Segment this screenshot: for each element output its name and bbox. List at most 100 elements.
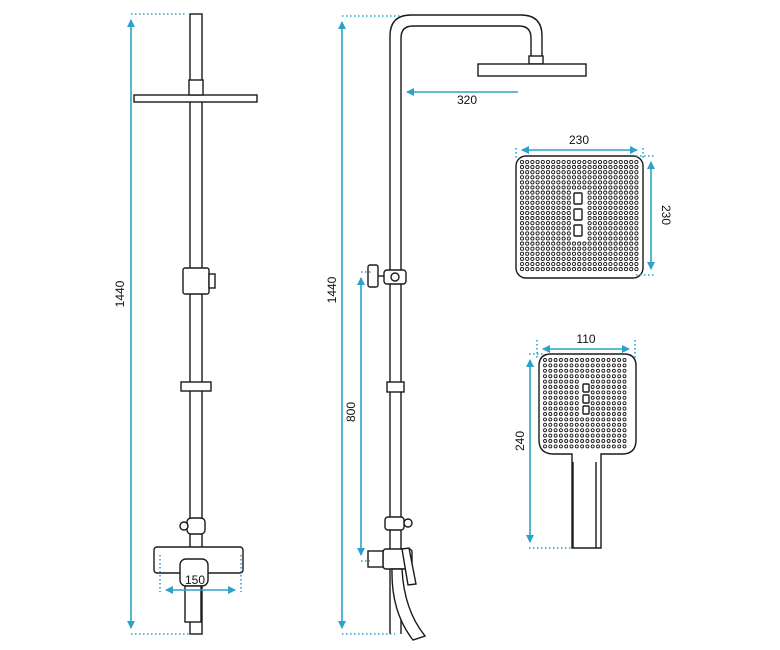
nozzle-hole [601, 444, 606, 449]
rain-head-slot-3 [573, 224, 583, 237]
hand-slot-2 [582, 394, 590, 404]
nozzle-hole [569, 406, 574, 411]
rain-head-top-view [515, 155, 644, 279]
nozzle-hole [597, 261, 603, 267]
nozzle-hole [634, 221, 639, 226]
nozzle-hole [519, 205, 525, 210]
nozzle-hole [566, 205, 571, 210]
nozzle-hole [580, 368, 585, 373]
nozzle-hole [601, 412, 606, 416]
nozzle-hole [525, 236, 530, 241]
nozzle-hole [571, 159, 577, 165]
nozzle-hole [608, 185, 613, 190]
nozzle-hole [608, 261, 613, 267]
nozzle-hole [569, 368, 574, 373]
nozzle-hole [623, 256, 629, 261]
nozzle-hole [558, 390, 563, 395]
nozzle-hole [566, 210, 571, 216]
nozzle-hole [606, 417, 611, 422]
nozzle-hole [545, 226, 551, 231]
nozzle-hole [561, 246, 566, 251]
nozzle-hole [569, 439, 574, 443]
nozzle-hole [592, 236, 597, 241]
nozzle-hole [564, 439, 569, 443]
nozzle-hole [566, 226, 571, 231]
nozzle-hole [564, 412, 569, 416]
nozzle-hole [577, 170, 582, 175]
nozzle-hole [617, 395, 622, 400]
nozzle-hole [613, 226, 618, 231]
nozzle-hole [556, 185, 561, 190]
nozzle-hole [585, 422, 590, 427]
nozzle-hole [574, 406, 579, 411]
nozzle-hole [561, 256, 566, 261]
nozzle-hole [590, 401, 595, 406]
nozzle-hole [535, 210, 540, 216]
nozzle-hole [601, 417, 606, 422]
nozzle-hole [569, 395, 574, 400]
nozzle-hole [590, 433, 595, 438]
nozzle-hole [603, 216, 608, 221]
nozzle-hole [551, 159, 556, 165]
nozzle-hole [574, 395, 579, 400]
nozzle-hole [592, 165, 597, 170]
nozzle-hole [613, 159, 618, 165]
nozzle-hole [596, 401, 600, 406]
nozzle-hole [566, 246, 571, 251]
nozzle-hole [606, 401, 611, 406]
nozzle-hole [597, 195, 603, 200]
nozzle-hole [596, 433, 600, 438]
nozzle-hole [530, 185, 535, 190]
nozzle-hole [629, 165, 634, 170]
nozzle-hole [622, 374, 627, 379]
nozzle-hole [535, 165, 540, 170]
nozzle-hole [540, 200, 545, 205]
nozzle-hole [525, 200, 530, 205]
nozzle-hole [530, 246, 535, 251]
nozzle-hole [561, 251, 566, 256]
nozzle-hole [601, 390, 606, 395]
nozzle-hole [597, 256, 603, 261]
nozzle-hole [569, 412, 574, 416]
nozzle-hole [585, 363, 590, 368]
nozzle-hole [590, 439, 595, 443]
nozzle-hole [561, 205, 566, 210]
nozzle-hole [617, 422, 622, 427]
nozzle-hole [592, 200, 597, 205]
nozzle-hole [590, 390, 595, 395]
nozzle-hole [535, 241, 540, 246]
nozzle-hole [622, 439, 627, 443]
nozzle-hole [561, 190, 566, 195]
nozzle-hole [617, 401, 622, 406]
nozzle-hole [519, 159, 525, 165]
nozzle-hole [634, 205, 639, 210]
nozzle-hole [530, 236, 535, 241]
nozzle-hole [566, 267, 571, 272]
nozzle-hole [564, 444, 569, 449]
nozzle-hole [596, 385, 600, 389]
nozzle-hole [556, 195, 561, 200]
nozzle-hole [574, 422, 579, 427]
nozzle-hole [577, 256, 582, 261]
nozzle-hole [535, 261, 540, 267]
nozzle-hole [519, 175, 525, 180]
nozzle-hole [603, 226, 608, 231]
nozzle-hole [530, 267, 535, 272]
nozzle-hole [540, 216, 545, 221]
nozzle-hole [613, 175, 618, 180]
nozzle-hole [551, 216, 556, 221]
hand-shower-nozzles [543, 358, 627, 449]
nozzle-hole [606, 395, 611, 400]
side-arm-inner [400, 25, 532, 634]
nozzle-hole [629, 195, 634, 200]
nozzle-hole [622, 395, 627, 400]
nozzle-hole [634, 226, 639, 231]
nozzle-hole [545, 216, 551, 221]
nozzle-hole [601, 401, 606, 406]
nozzle-hole [525, 226, 530, 231]
nozzle-hole [556, 236, 561, 241]
rain-head-depth-label: 230 [659, 205, 673, 225]
nozzle-hole [574, 428, 579, 433]
nozzle-hole [617, 439, 622, 443]
nozzle-hole [566, 241, 571, 246]
